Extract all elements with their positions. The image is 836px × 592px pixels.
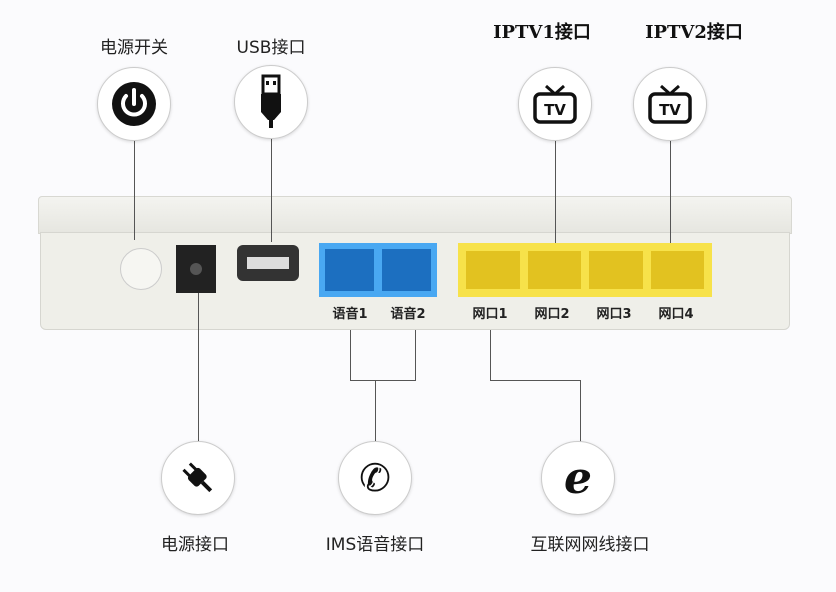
leader-line (555, 140, 556, 243)
label-iptv1: IPTV1接口 (493, 22, 591, 43)
phone-icon: ✆ (338, 441, 412, 515)
leader-line (198, 293, 199, 443)
leader-line (271, 138, 272, 242)
leader-line (350, 330, 351, 380)
dc-power-jack (176, 245, 216, 293)
port-label-lan2: 网口2 (534, 307, 570, 322)
leader-line (415, 330, 416, 380)
leader-line (670, 140, 671, 243)
label-power-switch: 电源开关 (100, 38, 168, 58)
label-usb: USB接口 (236, 38, 306, 58)
leader-line (490, 330, 491, 380)
leader-line (134, 140, 135, 240)
port-label-lan1: 网口1 (472, 307, 508, 322)
power-switch-button (120, 248, 162, 290)
label-iptv2: IPTV2接口 (645, 22, 743, 43)
power-plug-icon (161, 441, 235, 515)
port-label-lan4: 网口4 (658, 307, 694, 322)
tv-icon: TV (633, 67, 707, 141)
label-internet: 互联网网线接口 (530, 535, 650, 555)
usb-plug-icon (234, 65, 308, 139)
port-label-voice2: 语音2 (390, 307, 426, 322)
tv-icon: TV (518, 67, 592, 141)
lan-ports (458, 243, 712, 297)
usb-port (237, 245, 299, 281)
svg-text:TV: TV (659, 101, 681, 119)
voice-ports (319, 243, 437, 297)
port-label-lan3: 网口3 (596, 307, 632, 322)
svg-text:TV: TV (544, 101, 566, 119)
label-power-port: 电源接口 (161, 535, 229, 555)
leader-line (490, 380, 581, 381)
leader-line (350, 380, 416, 381)
internet-explorer-icon: e (541, 441, 615, 515)
power-icon (97, 67, 171, 141)
label-ims: IMS语音接口 (325, 535, 425, 555)
router-top-surface (38, 196, 792, 234)
leader-line (375, 380, 376, 442)
port-label-voice1: 语音1 (332, 307, 368, 322)
leader-line (580, 380, 581, 442)
